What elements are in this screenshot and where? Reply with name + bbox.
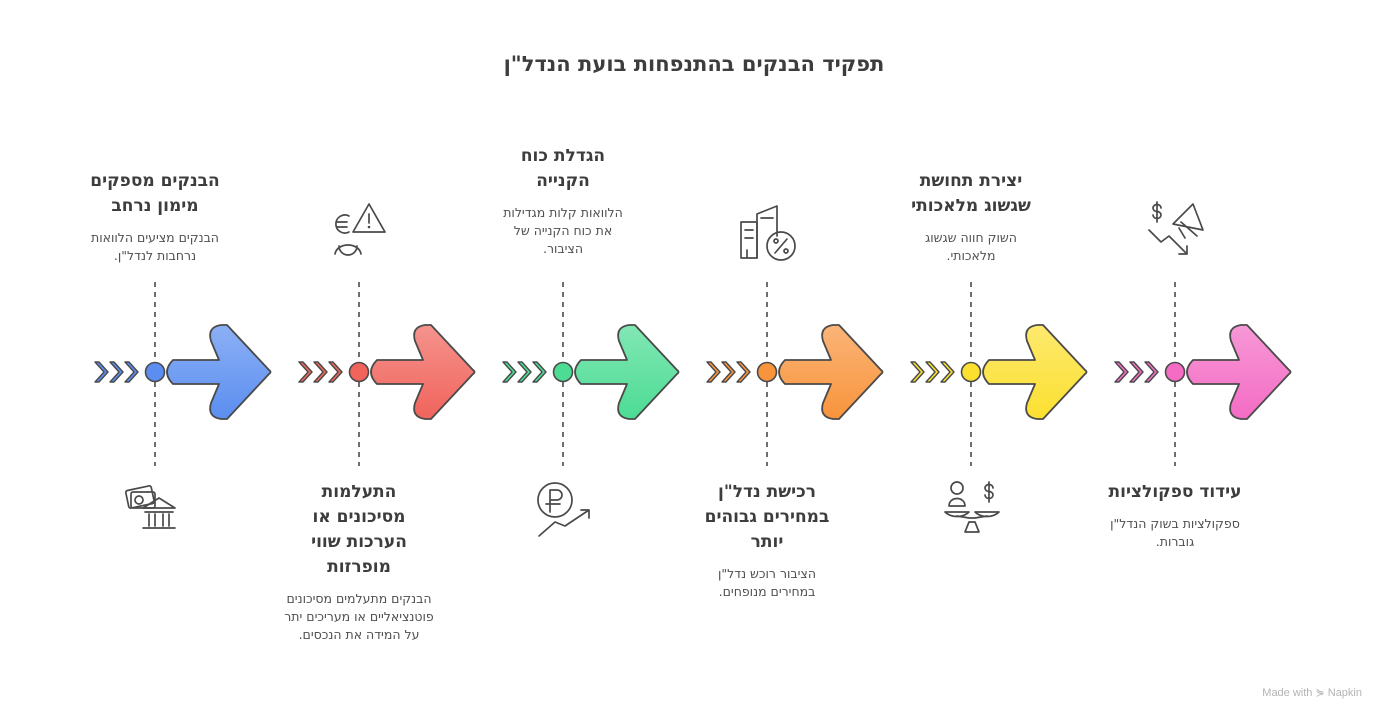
step-node [144, 361, 166, 383]
step-text-block: רכישת נדל"ן במחירים גבוהים יותר הציבור רו… [682, 480, 852, 601]
step-heading: יצירת תחושת שגשוג מלאכותי [911, 171, 1031, 216]
currency-growth-icon [537, 482, 590, 537]
chevron-icon [124, 361, 139, 383]
chevron-icon [1144, 361, 1159, 383]
step-node [348, 361, 370, 383]
step-heading: עידוד ספקולציות [1108, 482, 1242, 502]
chevron-icon [502, 361, 517, 383]
step-description: ספקולציות בשוק הנדל"ן גוברות. [1110, 516, 1240, 549]
step-text-block: התעלמות מסיכונים או הערכות שווי מופרזות ה… [274, 480, 444, 644]
buildings-percent-icon [740, 205, 796, 261]
step-arrow [1186, 324, 1292, 420]
step-heading: הגדלת כוח הקנייה [520, 146, 606, 191]
step-heading: הבנקים מספקים מימון נרחב [90, 171, 220, 216]
chevron-icon [94, 361, 109, 383]
step-heading: התעלמות מסיכונים או הערכות שווי מופרזות [311, 482, 407, 577]
person-scale-dollar-icon [944, 481, 1000, 533]
step-node [552, 361, 574, 383]
dollar-trend-megaphone-icon [1148, 201, 1204, 255]
chevron-icon [109, 361, 124, 383]
process-step [910, 282, 1088, 533]
chevron-icon [910, 361, 925, 383]
chevron-icon [313, 361, 328, 383]
person-euro-warning-icon [334, 203, 386, 256]
chevron-icon [1129, 361, 1144, 383]
step-text-block: הגדלת כוח הקנייה הלוואות קלות מגדילות את … [478, 144, 648, 258]
chevron-icon [736, 361, 751, 383]
step-text-block: יצירת תחושת שגשוג מלאכותי השוק חווה שגשוג… [886, 169, 1056, 265]
step-heading: רכישת נדל"ן במחירים גבוהים יותר [704, 482, 830, 552]
step-description: הבנקים מציעים הלוואות נרחבות לנדל"ן. [91, 230, 219, 263]
step-arrow [778, 324, 884, 420]
step-description: השוק חווה שגשוג מלאכותי. [925, 230, 1017, 263]
step-node [960, 361, 982, 383]
step-description: הלוואות קלות מגדילות את כוח הקנייה של הצ… [503, 205, 623, 256]
chevron-icon [1114, 361, 1129, 383]
napkin-watermark: Made with ⋟ Napkin [1262, 687, 1362, 699]
process-step [502, 282, 680, 537]
process-step [298, 203, 476, 466]
step-arrow [574, 324, 680, 420]
chevron-icon [532, 361, 547, 383]
step-arrow [166, 324, 272, 420]
step-description: הציבור רוכש נדל"ן במחירים מנופחים. [717, 566, 817, 599]
chevron-icon [298, 361, 313, 383]
step-node [1164, 361, 1186, 383]
step-arrow [370, 324, 476, 420]
step-node [756, 361, 778, 383]
step-description: הבנקים מתעלמים מסיכונים פוטנציאליים או מ… [284, 591, 434, 642]
step-text-block: עידוד ספקולציות ספקולציות בשוק הנדל"ן גוב… [1090, 480, 1260, 551]
chevron-icon [328, 361, 343, 383]
chevron-icon [925, 361, 940, 383]
process-step [706, 205, 884, 466]
bank-money-icon [124, 485, 176, 529]
step-text-block: הבנקים מספקים מימון נרחב הבנקים מציעים הל… [70, 169, 240, 265]
chevron-icon [940, 361, 955, 383]
chevron-icon [721, 361, 736, 383]
chevron-icon [706, 361, 721, 383]
process-step [94, 282, 272, 529]
process-step [1114, 201, 1292, 466]
chevron-icon [517, 361, 532, 383]
step-arrow [982, 324, 1088, 420]
page-title: תפקיד הבנקים בהתנפחות בועת הנדל"ן [503, 52, 885, 76]
